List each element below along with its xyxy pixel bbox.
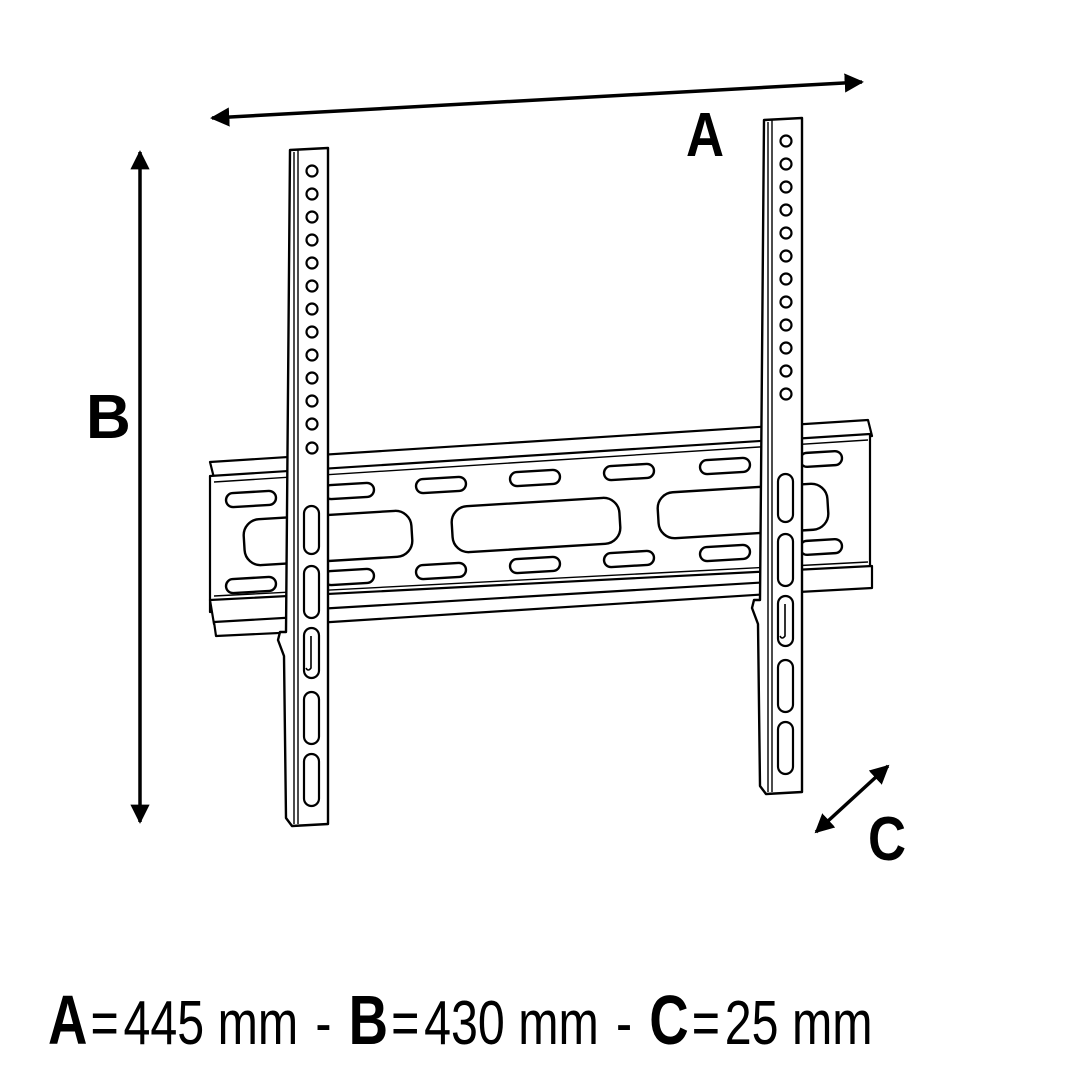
caption-separator: -: [315, 989, 332, 1058]
caption-separator: -: [615, 989, 633, 1058]
dimension-arrow-c: [814, 764, 890, 834]
bottom-slots: [224, 537, 844, 595]
left-arm: [276, 146, 330, 828]
left-arm-slots: [302, 504, 321, 808]
caption-key-b: B: [348, 981, 389, 1059]
dimensions-caption: A = 445 mm - B = 430 mm - C = 25 mm: [48, 980, 873, 1060]
caption-equals-c: =: [691, 989, 721, 1058]
left-arm-holes: [305, 164, 319, 455]
label-a: A: [686, 101, 724, 170]
caption-value-a: 445 mm: [123, 989, 299, 1058]
right-arm-slots: [776, 472, 795, 776]
caption-value-c: 25 mm: [724, 989, 873, 1058]
right-arm-holes: [779, 134, 793, 401]
caption-equals-a: =: [90, 989, 119, 1058]
caption-equals-b: =: [391, 989, 420, 1058]
caption-key-a: A: [48, 981, 88, 1059]
top-slots: [224, 449, 844, 509]
right-arm: [750, 116, 804, 796]
dimension-arrow-a: [210, 73, 864, 127]
label-c: C: [868, 805, 906, 874]
caption-value-b: 430 mm: [424, 989, 599, 1058]
wall-plate: [208, 418, 874, 638]
caption-key-c: C: [649, 981, 689, 1059]
label-b: B: [86, 383, 131, 452]
